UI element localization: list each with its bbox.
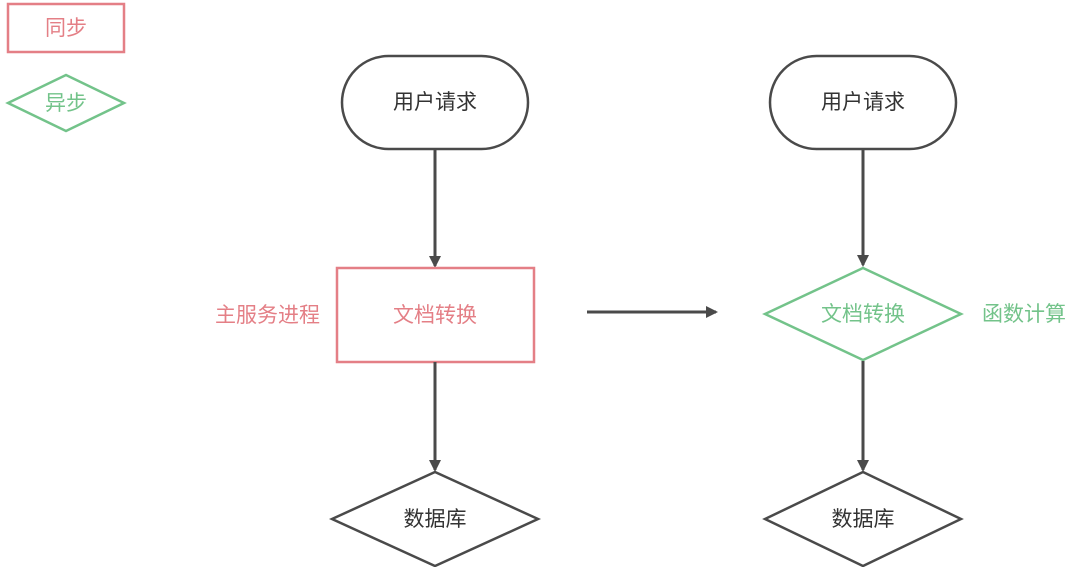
left-convert-node [335, 266, 536, 364]
right-side-label: 函数计算 [982, 302, 1066, 326]
right-convert-label: 文档转换 [821, 302, 905, 326]
right-flow: 用户请求 文档转换 函数计算 数据库 [762, 54, 1066, 567]
right-request-label: 用户请求 [821, 90, 905, 114]
left-request-label: 用户请求 [393, 90, 477, 114]
legend: 同步 异步 [5, 2, 127, 133]
left-database-label: 数据库 [404, 507, 467, 531]
right-request-node [768, 54, 958, 151]
left-side-label: 主服务进程 [215, 303, 320, 327]
legend-sync-box [6, 2, 126, 54]
left-database-node [328, 470, 542, 567]
legend-async-label: 异步 [45, 91, 87, 115]
right-convert-node [762, 266, 964, 362]
legend-sync-label: 同步 [45, 16, 87, 40]
left-convert-label: 文档转换 [393, 303, 477, 327]
right-database-label: 数据库 [832, 507, 895, 531]
legend-async-diamond [5, 73, 127, 133]
left-request-node [340, 54, 530, 151]
right-database-node [762, 470, 964, 567]
left-flow: 用户请求 文档转换 主服务进程 数据库 [215, 54, 542, 567]
